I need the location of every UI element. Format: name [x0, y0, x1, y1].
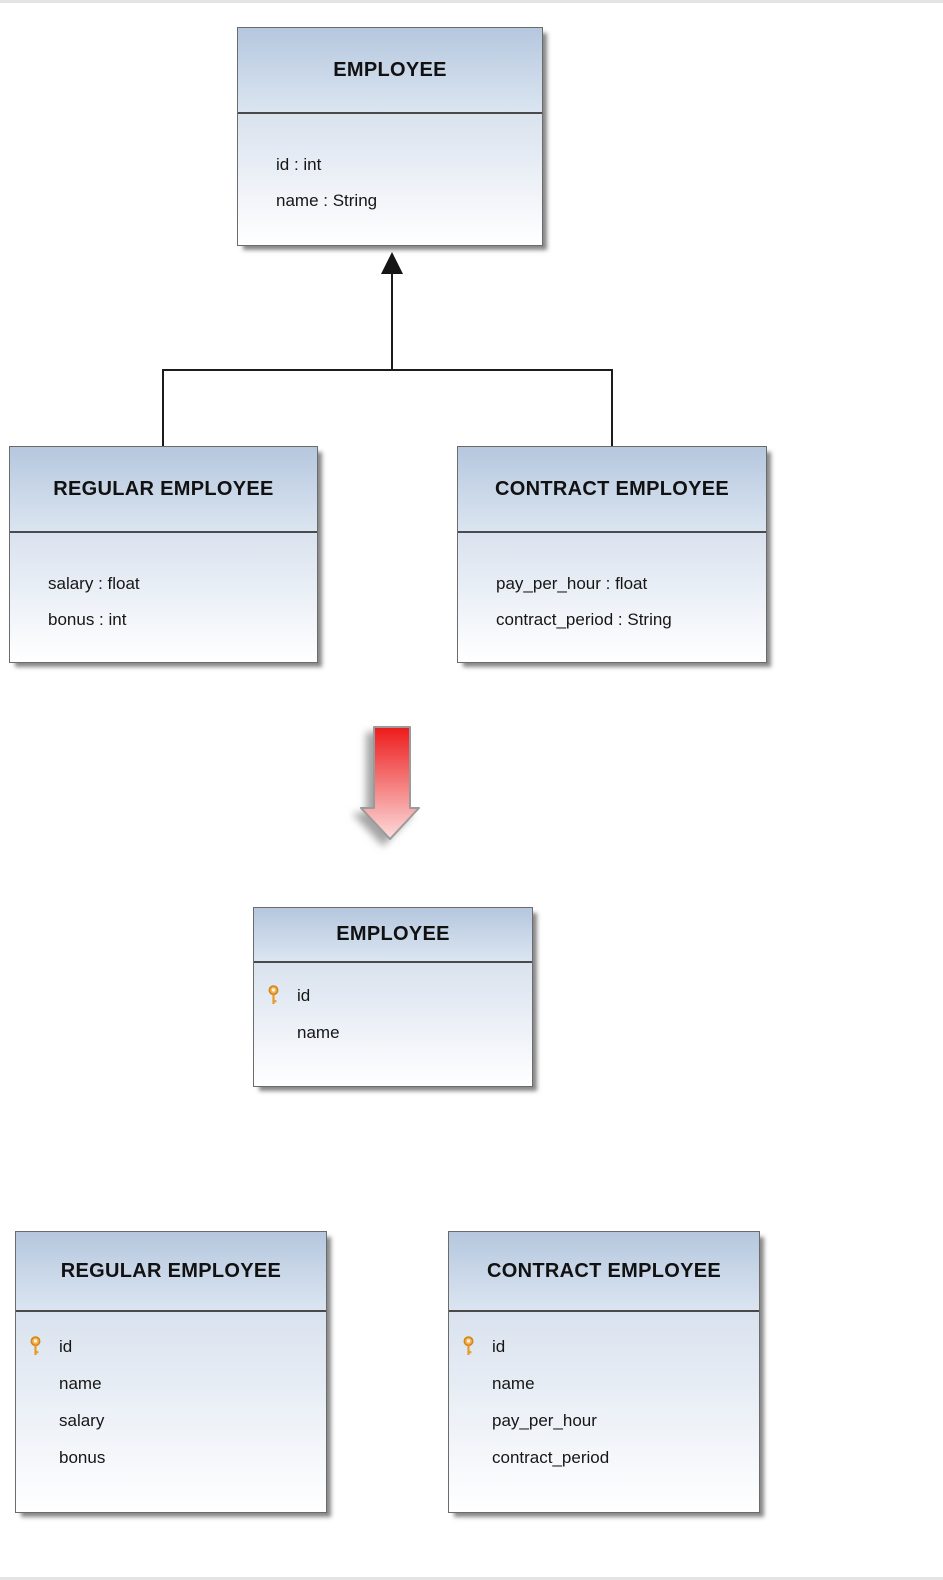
class-attribute: name : String — [276, 191, 378, 210]
class-attribute: salary : float — [48, 574, 140, 593]
inheritance-connector-right — [611, 369, 613, 447]
column-name: salary — [59, 1410, 105, 1430]
class-attribute: bonus : int — [48, 610, 127, 629]
table-row: id — [449, 1328, 759, 1365]
column-name: name — [297, 1022, 340, 1042]
inheritance-connector-horizontal — [162, 369, 613, 371]
table-title: EMPLOYEE — [254, 908, 532, 963]
class-title: REGULAR EMPLOYEE — [10, 447, 317, 533]
column-name: bonus — [59, 1447, 106, 1467]
primary-key-icon — [268, 985, 279, 1004]
table-box-contract-employee: CONTRACT EMPLOYEE id name pay_per_hour c… — [448, 1231, 760, 1513]
table-box-employee: EMPLOYEE id name — [253, 907, 533, 1087]
primary-key-icon — [30, 1336, 41, 1355]
table-row: name — [16, 1365, 326, 1402]
table-rows: id name salary bonus — [16, 1312, 326, 1512]
column-name: id — [492, 1336, 506, 1356]
table-rows: id name — [254, 963, 532, 1086]
table-row: id — [254, 977, 532, 1014]
inheritance-connector-left — [162, 369, 164, 447]
table-title: CONTRACT EMPLOYEE — [449, 1232, 759, 1312]
class-box-employee: EMPLOYEE id : int name : String — [237, 27, 543, 246]
class-box-regular-employee: REGULAR EMPLOYEE salary : float bonus : … — [9, 446, 318, 663]
class-attribute: contract_period : String — [496, 610, 672, 629]
class-title: EMPLOYEE — [238, 28, 542, 114]
red-down-arrow-icon — [360, 726, 420, 840]
table-row: name — [254, 1014, 532, 1051]
class-attributes: salary : float bonus : int — [10, 533, 317, 662]
column-name: id — [59, 1336, 73, 1356]
table-row: pay_per_hour — [449, 1402, 759, 1439]
table-row: id — [16, 1328, 326, 1365]
class-attributes: id : int name : String — [238, 114, 542, 245]
class-attributes: pay_per_hour : float contract_period : S… — [458, 533, 766, 662]
inheritance-arrowhead-icon — [381, 252, 403, 274]
inheritance-connector-stem — [391, 273, 393, 371]
table-title: REGULAR EMPLOYEE — [16, 1232, 326, 1312]
class-box-contract-employee: CONTRACT EMPLOYEE pay_per_hour : float c… — [457, 446, 767, 663]
class-attribute: pay_per_hour : float — [496, 574, 648, 593]
column-name: contract_period — [492, 1447, 610, 1467]
column-name: name — [492, 1373, 535, 1393]
table-row: bonus — [16, 1439, 326, 1476]
table-rows: id name pay_per_hour contract_period — [449, 1312, 759, 1512]
class-title: CONTRACT EMPLOYEE — [458, 447, 766, 533]
primary-key-icon — [463, 1336, 474, 1355]
table-row: name — [449, 1365, 759, 1402]
table-row: contract_period — [449, 1439, 759, 1476]
class-attribute: id : int — [276, 155, 322, 174]
column-name: pay_per_hour — [492, 1410, 597, 1430]
column-name: name — [59, 1373, 102, 1393]
column-name: id — [297, 985, 311, 1005]
table-row: salary — [16, 1402, 326, 1439]
table-box-regular-employee: REGULAR EMPLOYEE id name salary bonus — [15, 1231, 327, 1513]
